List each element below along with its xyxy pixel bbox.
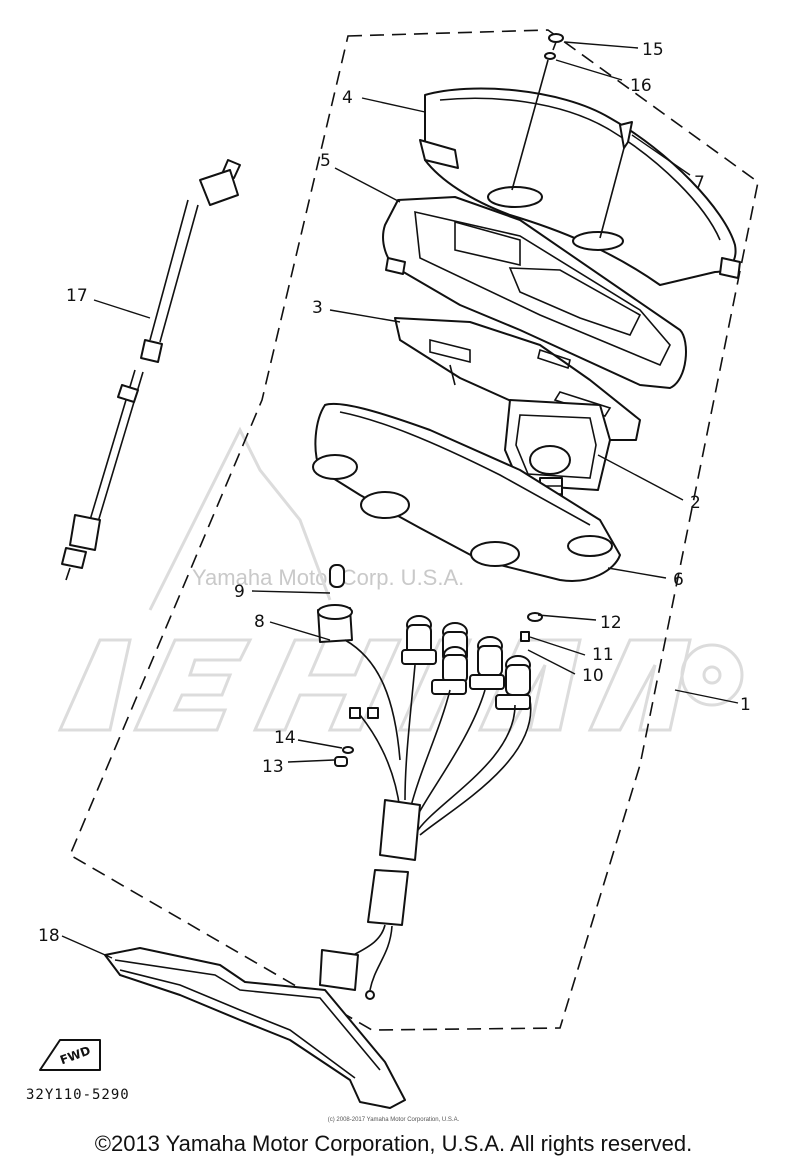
- small-copyright: (c) 2008-2017 Yamaha Motor Corporation, …: [327, 1117, 460, 1123]
- callout-16: 16: [630, 76, 652, 96]
- leader-lines: [61, 41, 739, 959]
- diagram-code: 32Y110-5290: [26, 1087, 130, 1103]
- callout-10: 10: [582, 666, 604, 686]
- wiring-harness: [319, 639, 532, 1000]
- watermark-text: Yamaha Motor Corp. U.S.A.: [192, 565, 464, 590]
- assembly-outline: [68, 29, 759, 1031]
- bulb-assembly: [317, 564, 543, 710]
- callout-9: 9: [234, 582, 245, 602]
- part-17-cable: [61, 159, 241, 581]
- callout-6: 6: [673, 570, 684, 590]
- callout-14: 14: [274, 728, 296, 748]
- callout-1: 1: [740, 695, 751, 715]
- callout-3: 3: [312, 298, 323, 318]
- callout-labels: 1 2 3 4 5 6 7 8 9 10 11 12 13 14 15 16 1…: [38, 40, 751, 946]
- callout-12: 12: [600, 613, 622, 633]
- callout-17: 17: [66, 286, 88, 306]
- callout-2: 2: [690, 493, 701, 513]
- fasteners: [511, 33, 633, 239]
- callout-11: 11: [592, 645, 614, 665]
- callout-7: 7: [694, 173, 705, 193]
- copyright-notice: ©2013 Yamaha Motor Corporation, U.S.A. A…: [94, 1131, 693, 1156]
- callout-15: 15: [642, 40, 664, 60]
- callout-13: 13: [262, 757, 284, 777]
- callout-4: 4: [342, 88, 353, 108]
- part-4-upper-cover: [419, 87, 741, 286]
- callout-5: 5: [320, 151, 331, 171]
- callout-8: 8: [254, 612, 265, 632]
- fwd-arrow-icon: FWD: [39, 1039, 101, 1071]
- part-6-lower-case: [312, 402, 621, 582]
- part-18-bottom-cover: [104, 947, 406, 1109]
- callout-18: 18: [38, 926, 60, 946]
- part-5-cover-plate: [382, 196, 687, 389]
